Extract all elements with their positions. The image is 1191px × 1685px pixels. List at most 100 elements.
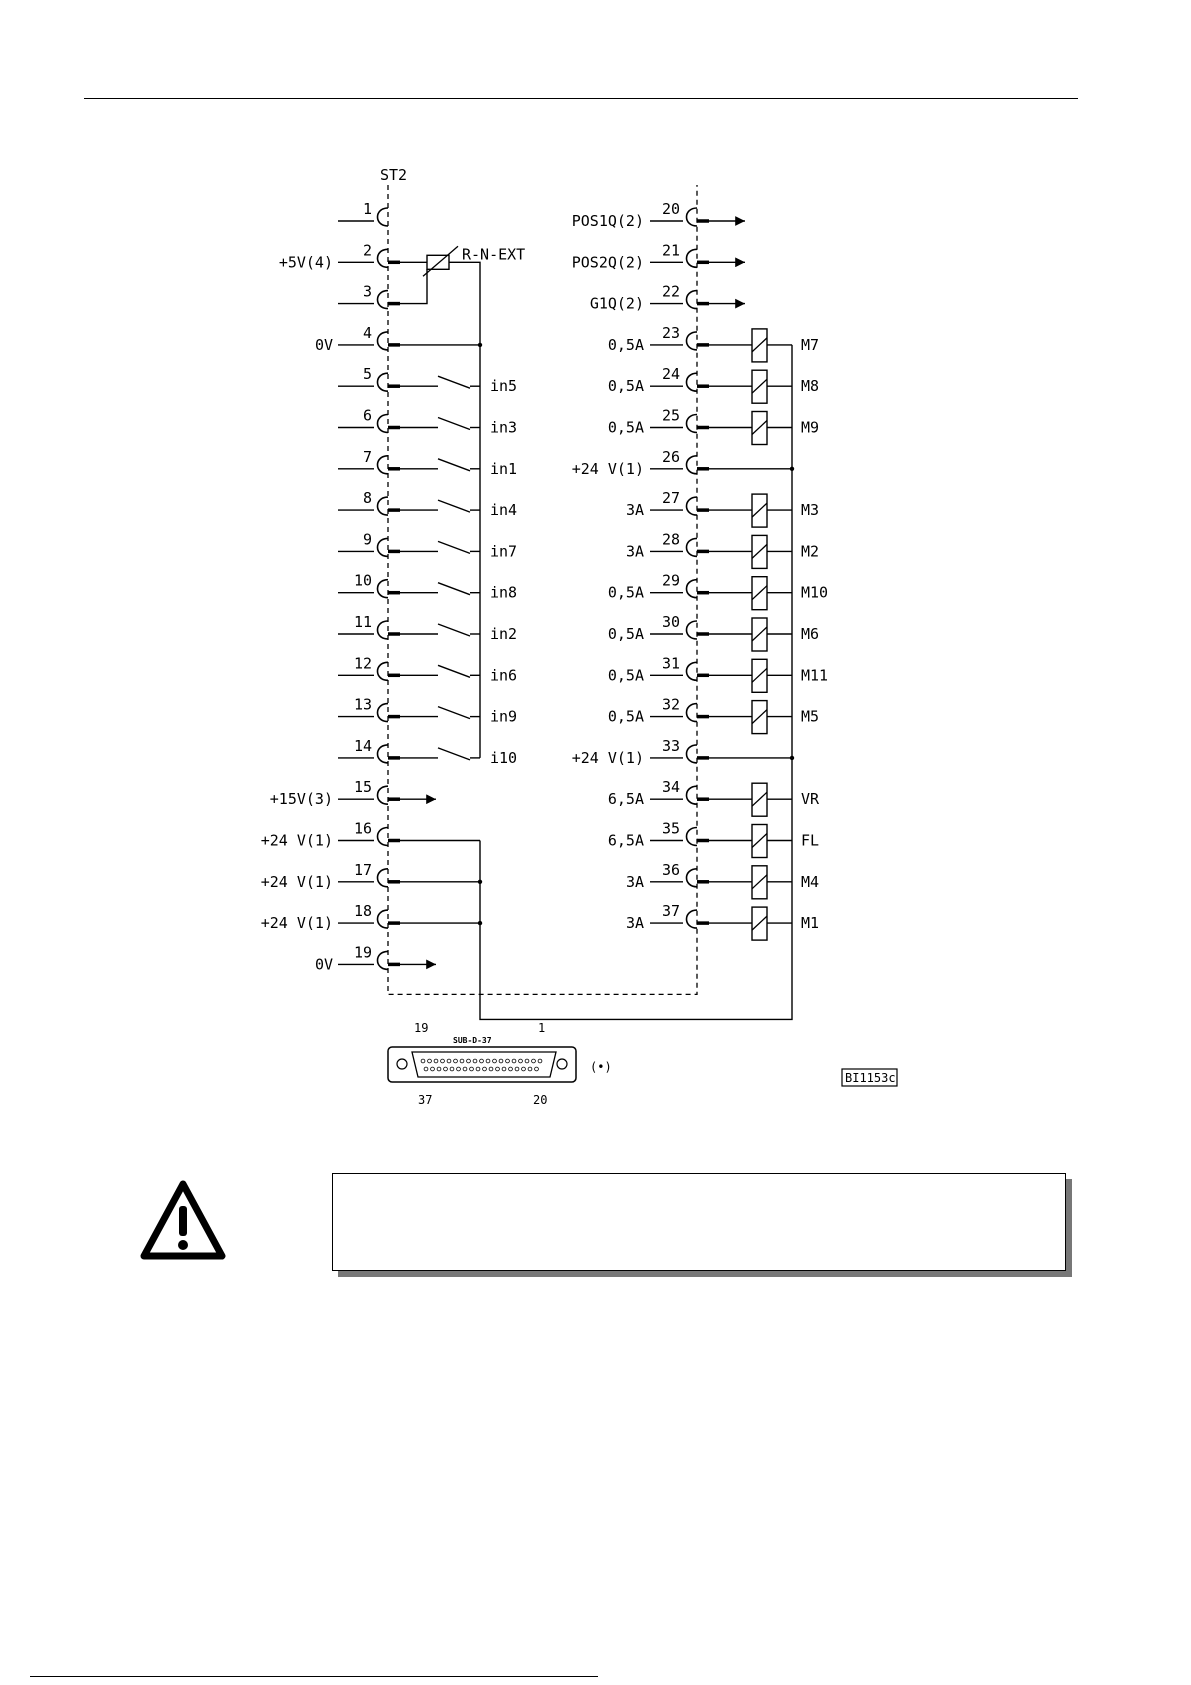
input-common-bus <box>460 261 481 758</box>
coil-diagonal <box>751 420 768 435</box>
pin-socket <box>685 537 698 558</box>
subd-screw-left <box>396 1058 408 1070</box>
pin-socket <box>685 744 698 764</box>
rn-label: R-N-EXT <box>462 245 525 263</box>
pin-number: 27 <box>662 489 680 507</box>
pin-number: 18 <box>354 902 372 920</box>
pin-label: POS2Q(2) <box>572 253 644 271</box>
pin-label: 0,5A <box>608 666 644 684</box>
left-pin-12: 12 in6 <box>338 654 517 684</box>
pin-socket <box>685 868 698 888</box>
subd-pin-dot <box>453 1058 458 1064</box>
pin-label: 0,5A <box>608 584 644 602</box>
pin-label: 3A <box>626 873 644 891</box>
coil-diagonal <box>751 915 768 931</box>
pin-number: 34 <box>662 778 680 796</box>
subd-pin-dot <box>472 1058 478 1064</box>
right-pin-26: 26+24 V(1) <box>572 448 795 478</box>
pin-socket <box>685 702 698 723</box>
left-pin-15: 15+15V(3) <box>270 778 436 808</box>
subd-pin-dot <box>446 1058 452 1064</box>
pin-number: 12 <box>354 654 372 672</box>
coil-diagonal <box>751 667 768 683</box>
signal-label: M7 <box>801 336 819 354</box>
pin-label: 6,5A <box>608 832 644 850</box>
footer-rule <box>30 1676 598 1677</box>
subd-pin-dot <box>514 1066 520 1072</box>
pin-label: +24 V(1) <box>261 914 333 932</box>
subd-pin-dot <box>475 1066 481 1072</box>
coil-diagonal <box>751 502 768 518</box>
right-pin-33: 33 +24 V(1) <box>572 737 795 767</box>
pin-label: +24 V(1) <box>572 460 644 478</box>
signal-label: in9 <box>490 708 517 726</box>
subd-pin-dot <box>449 1066 455 1072</box>
pin-socket <box>685 455 698 475</box>
pin-label: 0,5A <box>608 625 644 643</box>
pin-socket <box>685 785 698 805</box>
pin-socket <box>376 331 389 351</box>
signal-label: in5 <box>490 377 517 395</box>
switch-contact <box>437 582 471 596</box>
pin-number: 16 <box>354 820 372 838</box>
left-pin-2: 2+5V(4) <box>279 241 400 271</box>
subd-pin-dot <box>534 1066 539 1072</box>
subd-pin-dot <box>505 1058 510 1064</box>
pin-label: G1Q(2) <box>590 295 644 313</box>
subd-pin-dot <box>485 1058 491 1064</box>
pin-label: +15V(3) <box>270 790 333 808</box>
subd-pin-dot <box>479 1058 484 1064</box>
subd-pin-dot <box>423 1066 429 1072</box>
pin-label: POS1Q(2) <box>572 212 644 230</box>
signal-label: M6 <box>801 625 819 643</box>
left-pin-17: 17+24 V(1) <box>261 861 483 891</box>
signal-label: in6 <box>490 666 517 684</box>
subd-pin-dot <box>524 1058 530 1064</box>
pin-number: 29 <box>662 572 680 590</box>
subd-connector: SUB-D-37 19 1 37 20 <box>387 1021 577 1107</box>
switch-contact <box>437 747 471 761</box>
warning-box <box>332 1173 1066 1271</box>
pin-socket <box>685 909 698 929</box>
pin-label: 0,5A <box>608 419 644 437</box>
pin-socket <box>685 207 698 227</box>
pin-number: 37 <box>662 902 680 920</box>
pin-socket <box>685 413 698 434</box>
subd-outline <box>387 1046 577 1083</box>
pin-label: 3A <box>626 501 644 519</box>
figure-id-box <box>841 1068 898 1087</box>
pin-label: 0V <box>315 336 333 354</box>
signal-label: in7 <box>490 542 517 560</box>
signal-label: FL <box>801 832 819 850</box>
pin-number: 33 <box>662 737 680 755</box>
coil-diagonal <box>751 709 768 725</box>
pin-label: 6,5A <box>608 790 644 808</box>
header-rule <box>84 98 1078 99</box>
pin-socket <box>376 455 389 475</box>
pin-number: 14 <box>354 737 372 755</box>
pin-number: 19 <box>354 943 372 961</box>
pin-label: +24 V(1) <box>572 749 644 767</box>
rn-ext-network: R-N-EXT <box>400 245 525 758</box>
pin-number: 23 <box>662 324 680 342</box>
subd-pin-37: 37 <box>418 1093 432 1107</box>
signal-label: M9 <box>801 419 819 437</box>
pin-socket <box>685 620 698 640</box>
pin-socket <box>376 248 389 269</box>
